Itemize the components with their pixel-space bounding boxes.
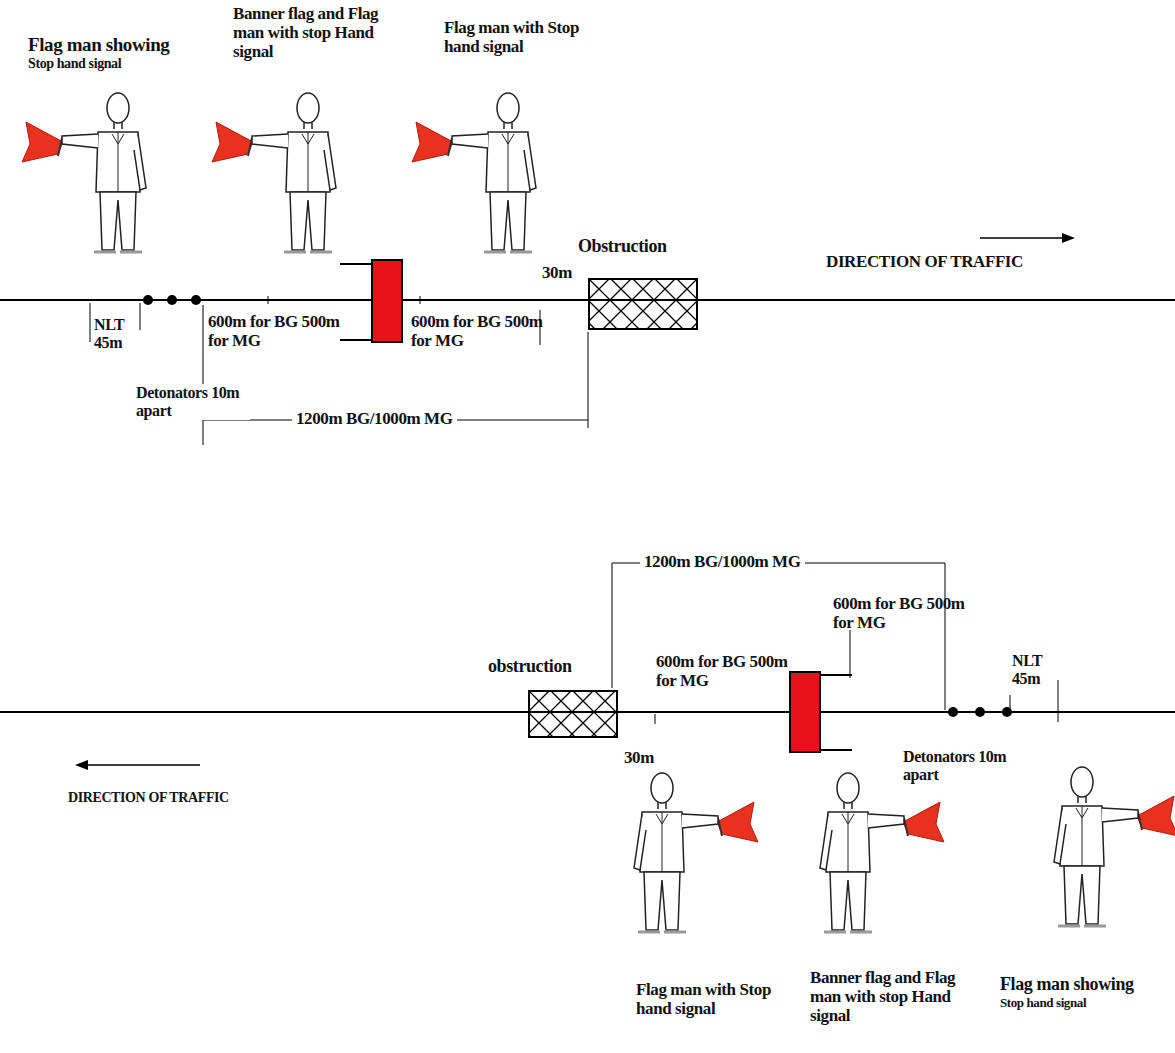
annotation-label: 30m: [624, 748, 664, 767]
obstruction-label: Obstruction: [578, 236, 667, 257]
annotation-label: 600m for BG 500m for MG: [411, 312, 546, 350]
annotation-label: Detonators 10m apart: [903, 748, 1013, 784]
annotation-label: Flag man with Stop hand signal: [444, 18, 604, 56]
annotation-label: Stop hand signal: [28, 56, 218, 72]
obstruction-box: Obstruction: [588, 278, 698, 330]
annotation-label: 600m for BG 500m for MG: [833, 594, 968, 632]
annotation-label: Flag man showing: [1000, 974, 1172, 994]
hatch-fill: [528, 690, 618, 738]
annotation-label: Detonators 10m apart: [132, 384, 250, 420]
obstruction-label: obstruction: [488, 656, 572, 677]
annotation-label: 30m: [542, 263, 582, 282]
annotation-label: NLT 45m: [1012, 652, 1054, 688]
annotation-label: Banner flag and Flag man with stop Hand …: [233, 4, 398, 61]
annotation-label: Flag man showing: [28, 34, 218, 55]
annotation-label: 1200m BG/1000m MG: [292, 409, 457, 428]
obstruction-box: obstruction: [528, 690, 618, 738]
annotation-label: Flag man with Stop hand signal: [636, 980, 796, 1018]
annotation-label: DIRECTION OF TRAFFIC: [826, 252, 1086, 271]
annotation-label: Stop hand signal: [1000, 996, 1172, 1011]
annotation-label: 600m for BG 500m for MG: [656, 652, 791, 690]
annotation-label: NLT 45m: [94, 316, 136, 352]
annotation-label: 600m for BG 500m for MG: [208, 312, 343, 350]
hatch-fill: [588, 278, 698, 330]
annotation-label: DIRECTION OF TRAFFIC: [68, 790, 328, 806]
annotation-label: Banner flag and Flag man with stop Hand …: [810, 968, 980, 1025]
annotation-label: 1200m BG/1000m MG: [640, 552, 805, 571]
